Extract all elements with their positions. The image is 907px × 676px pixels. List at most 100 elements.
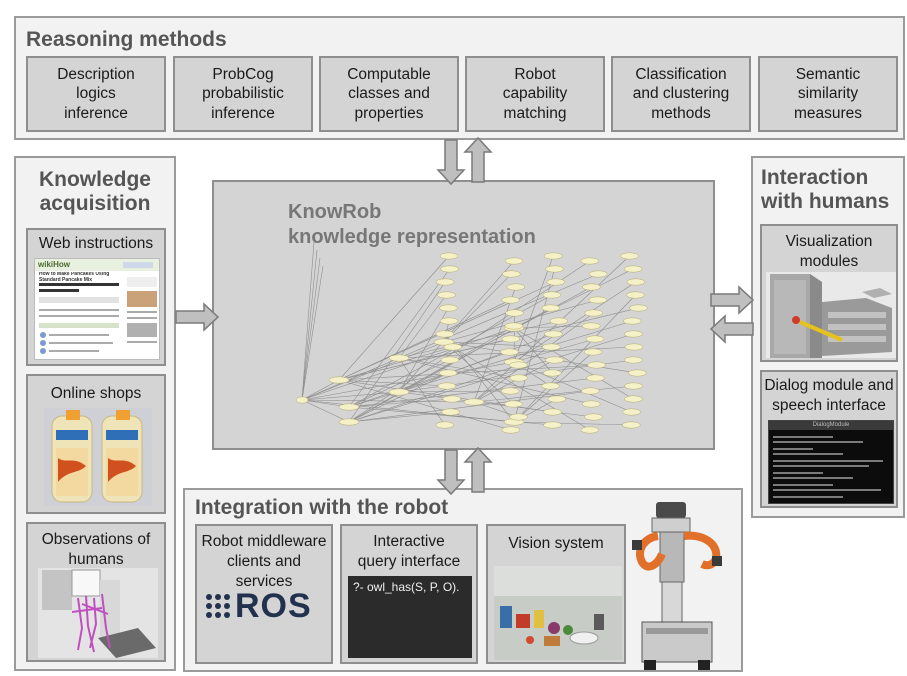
- graph-node: [546, 278, 565, 286]
- pancake-mix-bottles-image: [44, 408, 152, 506]
- graph-edge: [348, 351, 510, 408]
- method-semantic-similarity: Semantic similarity measures: [758, 56, 898, 132]
- arrow-right-to-interaction: [710, 285, 755, 315]
- graph-node: [443, 343, 463, 351]
- ontology-graph: [295, 241, 648, 434]
- graph-node: [463, 398, 485, 406]
- graph-node: [580, 257, 600, 265]
- graph-node: [501, 335, 521, 343]
- graph-node: [504, 257, 524, 265]
- graph-edge: [348, 398, 452, 408]
- vision-system-panel: Vision system: [486, 524, 626, 664]
- graph-edge: [513, 255, 554, 363]
- graph-edge: [301, 327, 515, 401]
- graph-node: [588, 296, 608, 304]
- graph-edge: [348, 260, 590, 423]
- graph-edge: [513, 361, 632, 413]
- interaction-title: Interaction with humans: [761, 166, 890, 214]
- graph-node: [584, 309, 603, 317]
- ros-logo-text: ROS: [235, 586, 312, 625]
- vision-tabletop-image: [494, 566, 622, 660]
- graph-edge: [338, 307, 639, 381]
- graph-edge: [301, 399, 475, 403]
- graph-node: [585, 335, 605, 343]
- graph-edge: [301, 399, 350, 423]
- graph-node: [500, 387, 520, 395]
- graph-node: [338, 403, 360, 411]
- graph-edge: [348, 268, 450, 408]
- graph-node: [388, 354, 410, 362]
- graph-edge: [443, 341, 591, 431]
- graph-node: [587, 361, 606, 369]
- graph-edge: [513, 294, 636, 423]
- graph-node: [439, 317, 459, 325]
- graph-edge: [513, 421, 632, 426]
- graph-edge: [348, 390, 591, 423]
- knowrob-core-panel: KnowRob knowledge representation: [212, 180, 715, 450]
- graph-node: [440, 356, 460, 364]
- graph-edge: [348, 333, 634, 423]
- graph-node: [509, 361, 528, 369]
- graph-edge: [398, 357, 519, 379]
- method-classification-clustering: Classification and clustering methods: [611, 56, 751, 132]
- graph-edge: [301, 357, 400, 401]
- graph-node: [501, 296, 520, 304]
- graph-node: [626, 291, 645, 299]
- graph-node: [589, 270, 608, 278]
- graph-node: [388, 388, 410, 396]
- graph-node: [624, 395, 643, 403]
- knowledge-acquisition-title: Knowledge acquisition: [38, 168, 151, 216]
- graph-node: [543, 421, 562, 429]
- wikihow-headline: How to Make Pancakes Using Standard Panc…: [39, 272, 110, 283]
- graph-node: [623, 265, 643, 273]
- graph-edge: [301, 361, 515, 401]
- reasoning-methods-title: Reasoning methods: [26, 28, 227, 51]
- method-robot-capability: Robot capability matching: [465, 56, 605, 132]
- graph-node: [622, 421, 641, 429]
- graph-node: [622, 317, 642, 325]
- graph-edge: [301, 241, 315, 401]
- graph-edge: [348, 377, 596, 408]
- query-interface-title: Interactive query interface: [357, 533, 461, 571]
- graph-node: [438, 369, 458, 377]
- graph-node: [442, 395, 462, 403]
- graph-node: [581, 387, 600, 395]
- graph-node: [542, 343, 561, 351]
- graph-edge: [398, 294, 447, 359]
- graph-node: [543, 408, 562, 416]
- graph-node: [542, 291, 562, 299]
- online-shops-panel: Online shops: [26, 374, 166, 514]
- graph-node: [509, 413, 528, 421]
- graph-edge: [443, 341, 514, 405]
- graph-node: [439, 304, 458, 312]
- graph-node: [328, 376, 350, 384]
- graph-edge: [443, 341, 638, 374]
- graph-node: [502, 270, 521, 278]
- graph-edge: [398, 320, 559, 359]
- wikihow-logo: wikiHow: [38, 260, 71, 269]
- graph-node: [506, 283, 525, 291]
- graph-node: [545, 265, 564, 273]
- graph-edge: [473, 312, 594, 403]
- graph-edge: [513, 268, 634, 329]
- graph-edge: [301, 391, 400, 401]
- graph-node: [582, 283, 601, 291]
- arrow-up-from-integration: [463, 446, 493, 493]
- graph-node: [504, 400, 523, 408]
- graph-node: [295, 396, 309, 404]
- graph-edge: [443, 273, 512, 343]
- ros-logo: ROS: [205, 586, 329, 625]
- middleware-title: Robot middleware clients and services: [201, 533, 327, 591]
- web-instructions-title: Web instructions: [38, 235, 154, 252]
- graph-node: [543, 252, 563, 260]
- arrow-down-from-reasoning: [436, 139, 466, 186]
- graph-node: [437, 382, 457, 390]
- graph-node: [505, 309, 524, 317]
- graph-edge: [513, 281, 636, 363]
- graph-node: [583, 348, 603, 356]
- dialog-window-titlebar: DialogModule: [769, 421, 893, 430]
- graph-node: [433, 338, 455, 346]
- graph-node: [624, 330, 643, 338]
- graph-node: [440, 265, 459, 273]
- graph-node: [622, 408, 641, 416]
